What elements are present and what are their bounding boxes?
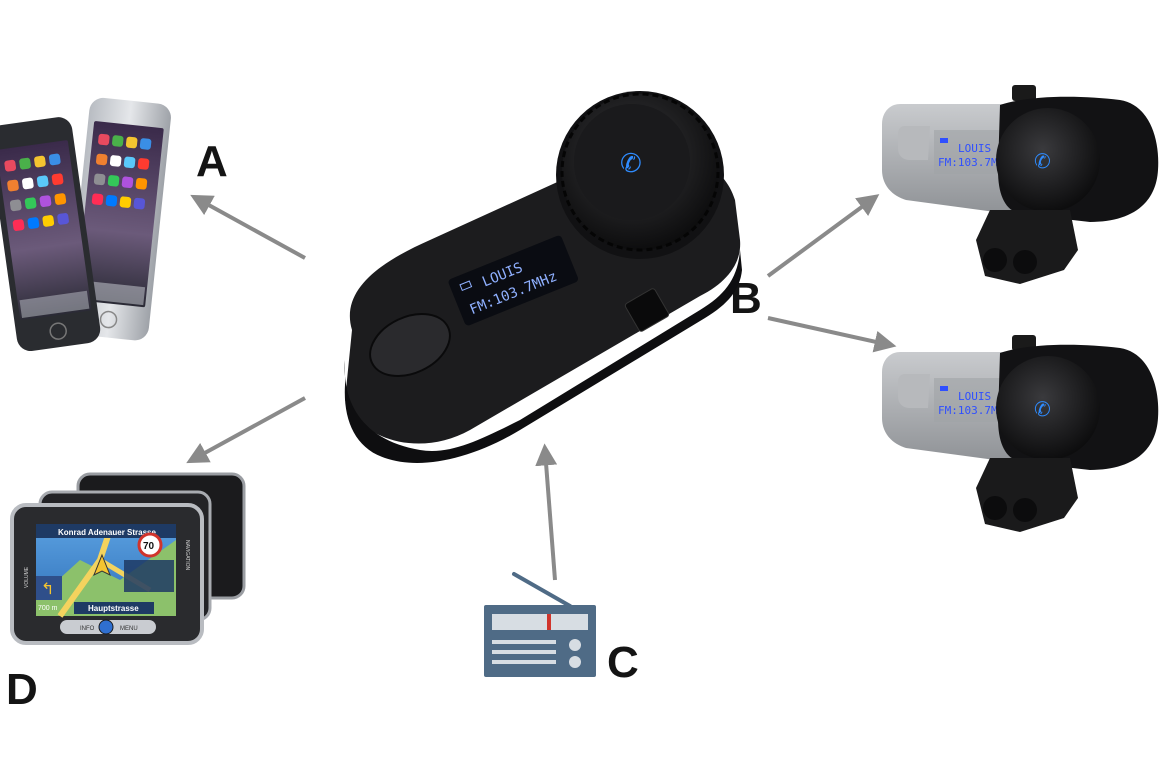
remote-unit-top: LOUIS FM:103.7MHz ✆ xyxy=(882,85,1159,284)
remote-unit-bottom: LOUIS FM:103.7MHz ✆ xyxy=(882,335,1159,532)
arrow-to-gps xyxy=(186,396,306,464)
gps-turn-arrow-icon: ↰ xyxy=(41,579,54,598)
gps-center-button xyxy=(98,619,114,635)
arrows xyxy=(186,194,897,581)
gps-info-button: INFO xyxy=(80,626,95,632)
main-intercom-unit: LOUIS FM:103.7MHz ✆ xyxy=(344,91,742,463)
battery-icon xyxy=(459,280,473,292)
remote-bottom-display-line2: FM:103.7MHz xyxy=(938,404,1011,417)
gps-speed-limit: 70 xyxy=(143,541,155,552)
gps-distance: 700 m xyxy=(38,605,58,612)
gps-devices: Konrad Adenauer Strasse 70 ↰ 700 m Haupt… xyxy=(10,472,246,645)
radio-icon xyxy=(484,572,596,677)
gps-street-bottom: Hauptstrasse xyxy=(88,604,139,613)
smartphones xyxy=(0,97,171,352)
gps-position-arrow xyxy=(93,553,111,577)
gps-menu-button: MENU xyxy=(120,626,138,632)
phone-icon: ✆ xyxy=(620,149,642,179)
gps-street-top: Konrad Adenauer Strasse xyxy=(58,528,157,537)
remote-top-display-line2: FM:103.7MHz xyxy=(938,156,1011,169)
remote-top-display-line1: LOUIS xyxy=(958,142,991,155)
arrow-from-radio xyxy=(535,443,558,581)
remote-top-phone-icon: ✆ xyxy=(1034,149,1051,173)
label-a: A xyxy=(196,137,228,186)
arrow-to-remote-top xyxy=(766,194,880,278)
label-c: C xyxy=(607,638,639,687)
remote-bottom-phone-icon: ✆ xyxy=(1034,397,1051,421)
gps-side-right: NAVIGATION xyxy=(184,540,190,570)
gps-side-left: VOLUME xyxy=(24,566,30,588)
arrow-to-phone xyxy=(190,194,306,260)
label-d: D xyxy=(6,665,38,714)
remote-bottom-display-line1: LOUIS xyxy=(958,390,991,403)
arrow-to-remote-bottom xyxy=(767,316,897,353)
